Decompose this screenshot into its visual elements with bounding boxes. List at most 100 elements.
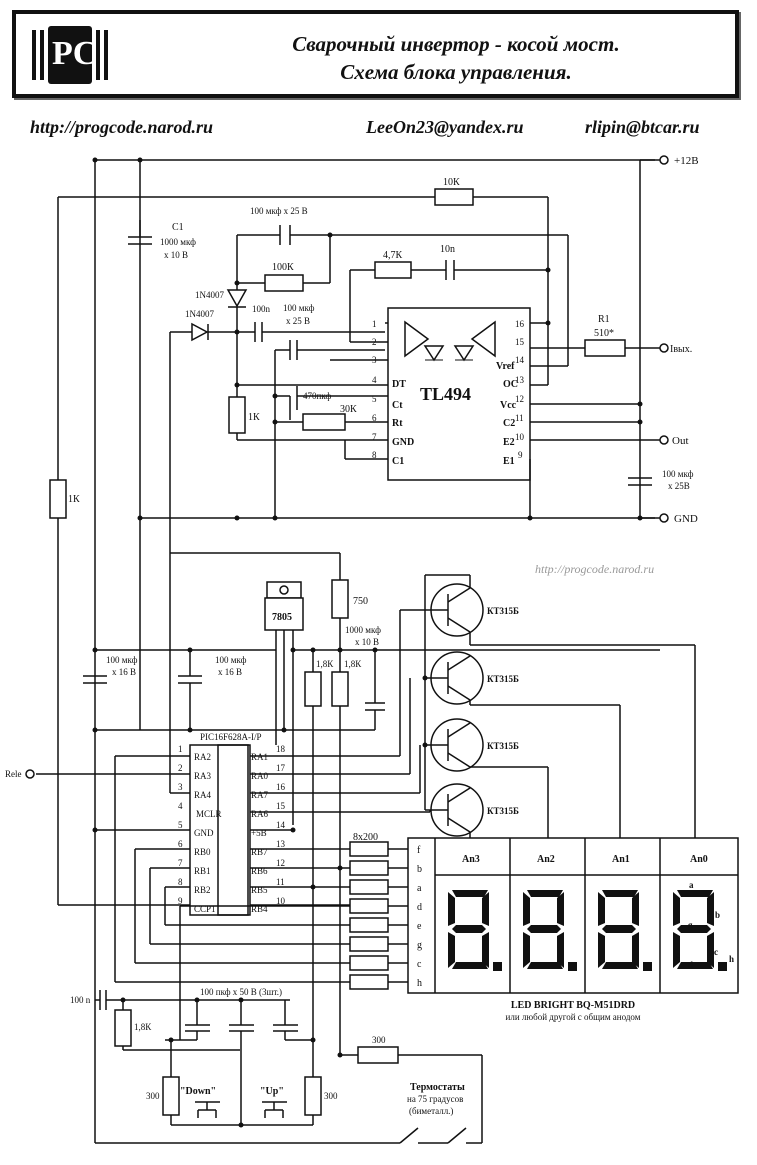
resistor-750 <box>331 579 349 619</box>
iout-terminal[interactable] <box>659 343 669 353</box>
pic-label-mclr: MCLR <box>196 809 222 819</box>
pic-label-ra2: RA2 <box>194 752 211 762</box>
tl494-label-vref: Vref <box>496 361 515 372</box>
title-line-2: Схема блока управления. <box>340 60 572 84</box>
seg-row-a: a <box>417 883 422 894</box>
transistor-2 <box>425 651 484 705</box>
c-470p-label: 470пкф <box>303 391 331 401</box>
resistor-100k <box>264 274 304 292</box>
c1-value: 1000 мкф <box>160 237 196 247</box>
seg-row-h: h <box>417 978 422 989</box>
diode-1-label: 1N4007 <box>195 290 224 300</box>
tl494-pin-12: 12 <box>515 394 524 404</box>
iout-label: Iвых. <box>670 344 692 355</box>
anode-an0: An0 <box>690 854 708 865</box>
resistor-300-b-label: 300 <box>324 1091 338 1101</box>
email-link-1[interactable]: LeeOn23@yandex.ru <box>366 117 524 137</box>
c-100n-b-label: 100 n <box>70 995 91 1005</box>
pic-pin-18: 18 <box>276 744 286 754</box>
transistor-3 <box>425 718 484 772</box>
pic-pin-15: 15 <box>276 801 286 811</box>
header-frame: PC Сварочный инвертор - косой мост. Схем… <box>12 10 739 98</box>
transistor-4 <box>425 783 484 837</box>
pic-label-rb6: RB6 <box>251 866 268 876</box>
tl494-pin-9: 9 <box>518 450 523 460</box>
resistor-100k-label: 100К <box>272 262 294 273</box>
digit-an3 <box>448 890 502 971</box>
out-terminal[interactable] <box>659 435 669 445</box>
tl494-pin-7: 7 <box>372 432 377 442</box>
digit-an2 <box>523 890 577 971</box>
thermostat-switches <box>95 1127 482 1144</box>
transistor-2-label: КТ315Б <box>487 674 519 684</box>
button-up[interactable] <box>262 1101 287 1118</box>
tl494-pin-4: 4 <box>372 375 377 385</box>
tl494-pin-10: 10 <box>515 432 525 442</box>
watermark: http://progcode.narod.ru <box>535 562 654 576</box>
pic-label-ra7: RA7 <box>251 790 269 800</box>
logo-text: PC <box>52 35 97 72</box>
resistor-30k <box>302 413 346 431</box>
email-link-2[interactable]: rlipin@btcar.ru <box>585 117 700 137</box>
pic-label-rb7: RB7 <box>251 847 268 857</box>
pic-label-ra1: RA1 <box>251 752 268 762</box>
button-down[interactable] <box>195 1101 220 1118</box>
thermostat-label-1: Термостаты <box>410 1082 465 1093</box>
seg-row-d: d <box>417 902 422 913</box>
resistor-1k8-b <box>331 671 349 707</box>
pic-label-rb2: RB2 <box>194 885 211 895</box>
capacitors-100p <box>185 1024 298 1032</box>
junctions <box>92 157 643 1128</box>
resistor-300-c <box>357 1046 399 1064</box>
pic-label-ra6: RA6 <box>251 809 269 819</box>
pic-label-ra4: RA4 <box>194 790 212 800</box>
digit-an1 <box>598 890 652 971</box>
display-note: или любой другой с общим анодом <box>506 1012 641 1022</box>
tl494-label-ct: Ct <box>392 400 403 411</box>
digit-an0 <box>673 890 727 971</box>
seg-label-e: e <box>676 950 680 960</box>
thermostat-label-3: (биметалл.) <box>409 1106 453 1116</box>
vcc-terminal[interactable] <box>659 155 669 165</box>
seg-label-h: h <box>729 954 734 964</box>
pic-pin-11: 11 <box>276 877 285 887</box>
seg-label-b: b <box>715 910 720 920</box>
tl494-label-vcc: Vcc <box>500 400 517 411</box>
pic-inner-outline <box>217 744 249 916</box>
c-100u-16-b-label: 100 мкф <box>215 655 247 665</box>
tl494-pin-1: 1 <box>372 319 377 329</box>
pic-pin-4: 4 <box>178 801 183 811</box>
seg-row-g: g <box>417 940 422 951</box>
pic-pin-17: 17 <box>276 763 286 773</box>
transistor-1-label: КТ315Б <box>487 606 519 616</box>
resistor-30k-label: 30К <box>340 404 357 415</box>
resistor-array-label: 8x200 <box>353 832 378 843</box>
seg-label-c: c <box>714 947 718 957</box>
tl494-pin-15: 15 <box>515 337 525 347</box>
pic-pin-3: 3 <box>178 782 183 792</box>
site-link[interactable]: http://progcode.narod.ru <box>30 117 214 137</box>
gnd-terminal[interactable] <box>659 513 669 523</box>
transistor-3-label: КТ315Б <box>487 741 519 751</box>
anode-an1: An1 <box>612 854 630 865</box>
tl494-pin-6: 6 <box>372 413 377 423</box>
pic-label-ra0: RA0 <box>251 771 269 781</box>
tl494-label-rt: Rt <box>392 418 403 429</box>
c-100u-16-a-label: 100 мкф <box>106 655 138 665</box>
resistor-1k-a-label: 1К <box>248 412 260 423</box>
c-100u-mid-label: 100 мкф <box>283 303 315 313</box>
resistor-1k-b <box>49 479 67 519</box>
resistor-4k7 <box>374 261 412 279</box>
pic-label-rb1: RB1 <box>194 866 211 876</box>
rele-terminal[interactable] <box>25 769 35 779</box>
pic-pin-12: 12 <box>276 858 285 868</box>
capacitor-c1 <box>128 160 152 245</box>
resistor-300-c-label: 300 <box>372 1035 386 1045</box>
tl494-label-e1: E1 <box>503 456 515 467</box>
button-up-label: "Up" <box>260 1086 284 1097</box>
pic-pin-7: 7 <box>178 858 183 868</box>
regulator-label: 7805 <box>272 612 292 623</box>
tl494-pin-14: 14 <box>515 355 525 365</box>
pic-pin-8: 8 <box>178 877 183 887</box>
resistor-1k8-c <box>114 1009 132 1047</box>
